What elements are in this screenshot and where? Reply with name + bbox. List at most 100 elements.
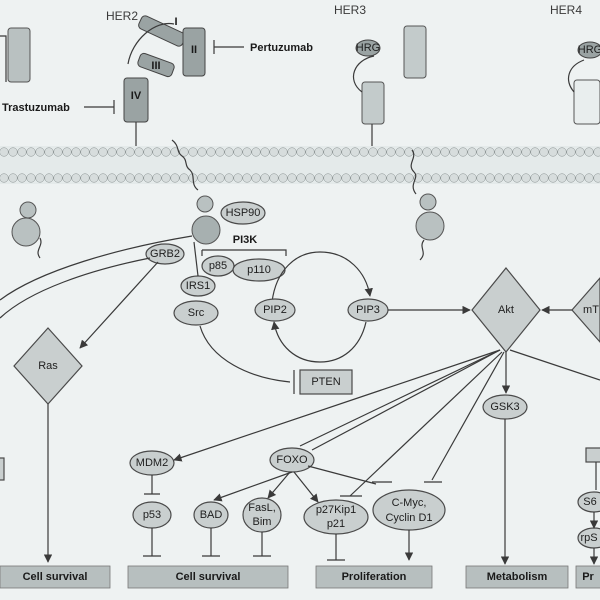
mdm2-inhibit-p53 <box>144 475 160 495</box>
pi3k-bracket <box>201 249 287 256</box>
irs1-node: IRS1 <box>180 275 216 297</box>
membrane-lipid-head <box>350 147 360 157</box>
membrane-lipid-head <box>179 147 189 157</box>
pertuzumab-label: Pertuzumab <box>250 42 313 54</box>
src-node: Src <box>173 300 219 326</box>
outcome-partial-right <box>575 565 600 589</box>
membrane-lipid-head <box>539 173 549 183</box>
gsk3-label: GSK3 <box>490 401 519 413</box>
outcome-partial-right-label: Pr <box>582 571 594 583</box>
cyclind1-label: Cyclin D1 <box>385 512 432 524</box>
kinase-left-small <box>19 201 37 219</box>
receptor-partial-left <box>0 27 31 83</box>
membrane-lipid-head <box>197 147 207 157</box>
membrane-lipid-head <box>458 173 468 183</box>
grb2-label: GRB2 <box>150 248 180 260</box>
foxo-label: FOXO <box>276 454 308 466</box>
membrane-lipid-head <box>359 147 369 157</box>
membrane-lipid-head <box>35 147 45 157</box>
membrane-lipid-head <box>251 147 261 157</box>
her4-label: HER4 <box>550 3 582 17</box>
membrane-lipid-head <box>206 147 216 157</box>
membrane-lipid-head <box>269 173 279 183</box>
cmyc-cyclind1-node: C-Myc, Cyclin D1 <box>372 489 446 531</box>
membrane-lipid-head <box>449 173 459 183</box>
membrane-lipid-head <box>26 147 36 157</box>
membrane-lipid-head <box>53 173 63 183</box>
her2-domain-ii-label: II <box>191 44 197 56</box>
membrane-lipid-head <box>242 147 252 157</box>
membrane-lipid-head <box>458 147 468 157</box>
membrane-lipid-head <box>134 147 144 157</box>
membrane-lipid-head <box>107 173 117 183</box>
membrane-lipid-head <box>80 173 90 183</box>
membrane-lipid-head <box>341 173 351 183</box>
membrane-lipid-head <box>503 147 513 157</box>
foxo-to-bad-arrow <box>213 471 293 502</box>
membrane-lipid-head <box>161 173 171 183</box>
membrane-lipid-head <box>440 147 450 157</box>
gsk3-node: GSK3 <box>482 394 528 420</box>
membrane-lipid-head <box>53 147 63 157</box>
pip3-to-pip2-arrow <box>271 321 367 363</box>
hsp90-node: HSP90 <box>220 201 266 225</box>
hsp90-label: HSP90 <box>226 207 261 219</box>
membrane-lipid-head <box>314 173 324 183</box>
drug-trastuzumab: Trastuzumab <box>2 100 115 114</box>
her3-domain-ii <box>403 25 427 79</box>
membrane-lipid-head <box>17 173 27 183</box>
mdm2-node: MDM2 <box>129 450 175 476</box>
pten-node: PTEN <box>299 369 353 395</box>
pip2-label: PIP2 <box>263 304 287 316</box>
kinase-left-large <box>11 217 41 247</box>
membrane-lipid-head <box>206 173 216 183</box>
membrane-lipid-head <box>44 173 54 183</box>
src-to-pten-line <box>199 325 291 383</box>
membrane-lipid-head <box>305 147 315 157</box>
kinase-left-tail <box>37 237 42 259</box>
membrane-lipid-head <box>0 173 9 183</box>
cell-membrane <box>0 146 600 184</box>
grb2-to-left-line <box>0 257 151 319</box>
outcome-proliferation-label: Proliferation <box>342 571 407 583</box>
her3-kinase-large <box>415 211 445 241</box>
membrane-lipid-head <box>404 147 414 157</box>
membrane-lipid-head <box>8 173 18 183</box>
membrane-lipid-head <box>233 147 243 157</box>
akt-to-cmyc-line <box>431 351 505 481</box>
mtor-shape <box>571 277 600 343</box>
membrane-lipid-head <box>98 147 108 157</box>
membrane-lipid-head <box>584 147 594 157</box>
outcome-metabolism-label: Metabolism <box>487 571 548 583</box>
membrane-lipid-head <box>260 147 270 157</box>
her2-domain-ii <box>182 27 206 77</box>
membrane-lipid-head <box>467 173 477 183</box>
s6-label: S6 <box>583 496 596 508</box>
src-label: Src <box>188 307 205 319</box>
membrane-lipid-head <box>548 173 558 183</box>
membrane-lipid-head <box>233 173 243 183</box>
mtor-node: mT <box>571 277 600 343</box>
membrane-inner-leaflet <box>0 173 600 183</box>
her4-hrg-ligand <box>577 41 600 59</box>
outcome-cell-survival-left <box>0 565 111 589</box>
her3-kinase-tail <box>419 239 425 261</box>
membrane-lipid-head <box>449 147 459 157</box>
kinase-to-left-line-1 <box>0 235 193 301</box>
p110-node: p110 <box>232 258 286 282</box>
her2-domain-i <box>138 15 186 47</box>
ras-node: Ras <box>13 327 83 405</box>
membrane-lipid-head <box>152 173 162 183</box>
membrane-lipid-head <box>332 147 342 157</box>
grb2-to-ras-arrow <box>79 261 159 349</box>
membrane-lipid-head <box>332 173 342 183</box>
pip3-label: PIP3 <box>356 304 380 316</box>
membrane-lipid-head <box>71 173 81 183</box>
membrane-lipid-head <box>467 147 477 157</box>
membrane-lipid-head <box>116 173 126 183</box>
membrane-lipid-head <box>242 173 252 183</box>
fasl-inhibit-survival <box>253 532 271 557</box>
her2-kinase-large <box>191 215 221 245</box>
membrane-lipid-head <box>44 147 54 157</box>
